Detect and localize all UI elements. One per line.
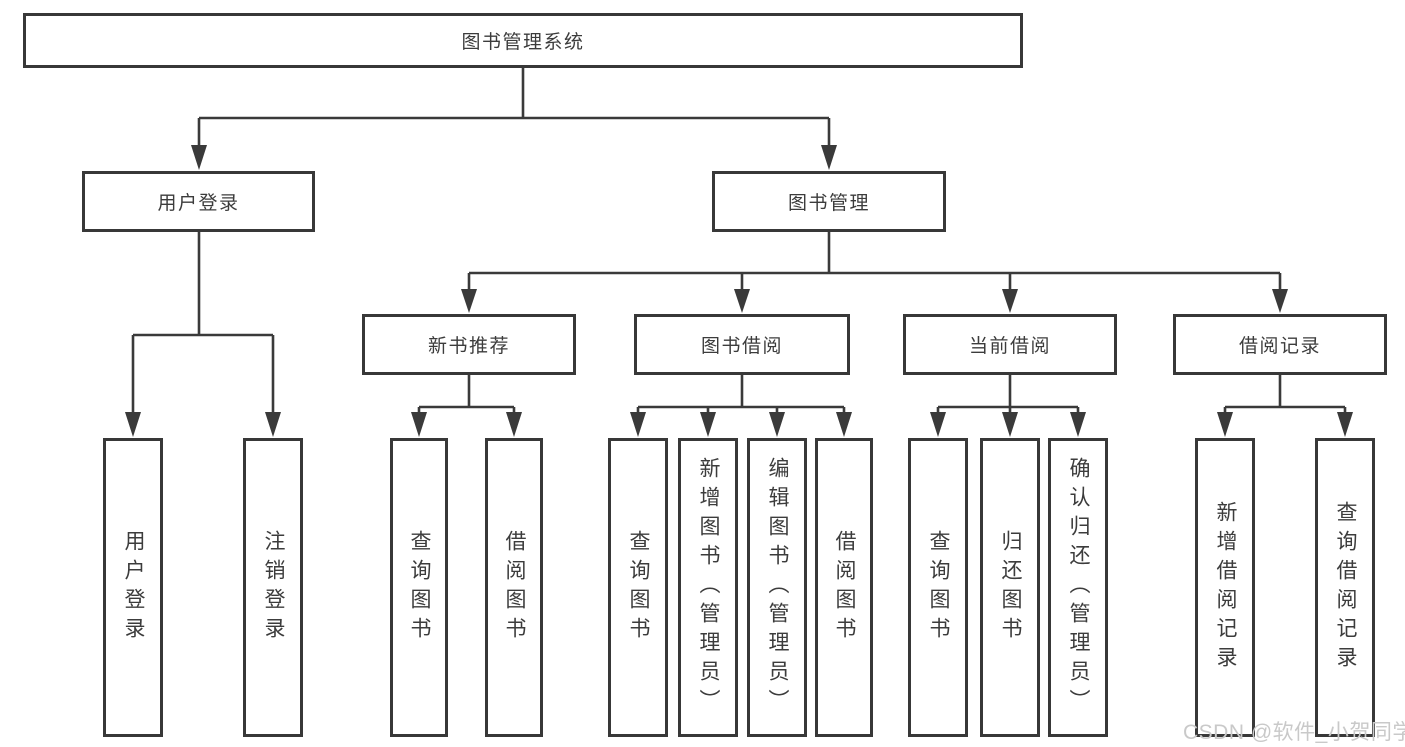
node-borrow-records: 借阅记录 [1173, 314, 1387, 375]
leaf-nbrec-query-books: 查询图书 [390, 438, 448, 737]
leaf-logout: 注销登录 [243, 438, 303, 737]
node-user-login: 用户登录 [82, 171, 315, 232]
node-book-borrow-label: 图书借阅 [700, 336, 783, 357]
node-current-borrow: 当前借阅 [903, 314, 1117, 375]
leaf-cb-query-books-label: 查询图书 [927, 529, 951, 646]
leaf-user-login-label: 用户登录 [122, 529, 146, 646]
leaf-logout-label: 注销登录 [262, 529, 286, 646]
leaf-cb-return-books: 归还图书 [980, 438, 1040, 737]
csdn-watermark: CSDN @软件_小贺同学 [1183, 721, 1405, 744]
leaf-cb-confirm-return-admin: 确认归还（管理员） [1048, 438, 1108, 737]
leaf-bb-add-books-admin-label: 新增图书（管理员） [697, 457, 721, 718]
node-new-book-rec-label: 新书推荐 [427, 336, 510, 357]
node-root: 图书管理系统 [23, 13, 1023, 68]
leaf-bb-borrow-books-label: 借阅图书 [833, 529, 857, 646]
leaf-br-add-record-label: 新增借阅记录 [1214, 500, 1238, 675]
leaf-cb-query-books: 查询图书 [908, 438, 968, 737]
node-current-borrow-label: 当前借阅 [968, 336, 1051, 357]
leaf-bb-borrow-books: 借阅图书 [815, 438, 873, 737]
leaf-bb-edit-books-admin-label: 编辑图书（管理员） [766, 457, 790, 718]
node-book-mgmt: 图书管理 [712, 171, 946, 232]
leaf-br-add-record: 新增借阅记录 [1195, 438, 1255, 737]
node-root-label: 图书管理系统 [461, 32, 585, 53]
leaf-cb-return-books-label: 归还图书 [999, 529, 1023, 646]
leaf-bb-edit-books-admin: 编辑图书（管理员） [747, 438, 807, 737]
leaf-nbrec-query-books-label: 查询图书 [408, 529, 432, 646]
leaf-br-query-record-label: 查询借阅记录 [1334, 500, 1358, 675]
leaf-br-query-record: 查询借阅记录 [1315, 438, 1375, 737]
leaf-nbrec-borrow-books-label: 借阅图书 [503, 529, 527, 646]
leaf-bb-query-books: 查询图书 [608, 438, 668, 737]
leaf-cb-confirm-return-admin-label: 确认归还（管理员） [1067, 457, 1091, 718]
leaf-bb-add-books-admin: 新增图书（管理员） [678, 438, 738, 737]
node-book-mgmt-label: 图书管理 [787, 193, 870, 214]
leaf-nbrec-borrow-books: 借阅图书 [485, 438, 543, 737]
node-borrow-records-label: 借阅记录 [1238, 336, 1321, 357]
node-new-book-rec: 新书推荐 [362, 314, 576, 375]
node-book-borrow: 图书借阅 [634, 314, 850, 375]
leaf-user-login: 用户登录 [103, 438, 163, 737]
node-user-login-label: 用户登录 [157, 193, 240, 214]
leaf-bb-query-books-label: 查询图书 [627, 529, 651, 646]
